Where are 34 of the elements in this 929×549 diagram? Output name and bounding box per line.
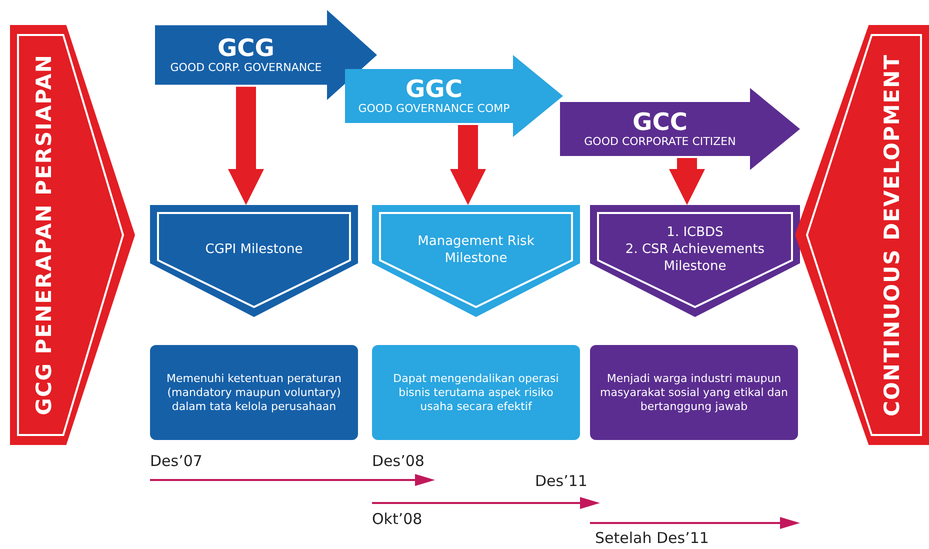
description-box [590,345,798,440]
date-label: Des’07 [150,452,202,470]
banner-title: GCC [632,108,688,135]
arrow-banner [155,10,377,100]
description-box [150,345,358,440]
date-label: Des’11 [535,472,588,490]
milestone-text: CGPI Milestone [205,241,303,258]
band-label: CONTINUOUS DEVELOPMENT [880,54,904,416]
arrow [669,158,705,205]
milestone-text: Management Risk Milestone [416,232,536,267]
date-label: Setelah Des’11 [595,529,709,547]
milestone-pentagon [590,205,800,317]
description-text: Memenuhi ketentuan peraturan (mandatory maupun voluntary) dalam tata kelola perusahaan [165,372,343,414]
banner-subtitle: GOOD CORPORATE CITIZEN [584,134,736,149]
milestone-pentagon [372,205,580,317]
band-label: GCG PENERAPAN PERSIAPAN [32,54,56,416]
date-label: Okt’08 [372,510,422,528]
chevron-band [795,25,929,445]
milestone-text: 2. CSR Achievements Milestone [624,241,766,276]
banner-title: GCG [217,34,274,61]
description-text: Menjadi warga industri maupun masyarakat sosial yang etikal dan bertanggung jawab [600,372,788,414]
date-label: Des’08 [372,452,424,470]
milestone-text: 1. ICBDS [666,224,724,242]
arrow [228,86,264,205]
arrow [450,125,486,205]
description-text: Dapat mengendalikan operasi bisnis terutama aspek risiko usaha secara efektif [392,372,560,414]
description-box [372,345,580,440]
banner-subtitle: GOOD CORP. GOVERNANCE [170,60,322,75]
arrow-banner [345,55,563,137]
banner-title: GGC [405,76,462,102]
milestone-pentagon [150,205,358,317]
chevron-band [10,25,135,445]
banner-subtitle: GOOD GOVERNANCE COMP [358,102,510,116]
arrow-banner [560,88,800,170]
